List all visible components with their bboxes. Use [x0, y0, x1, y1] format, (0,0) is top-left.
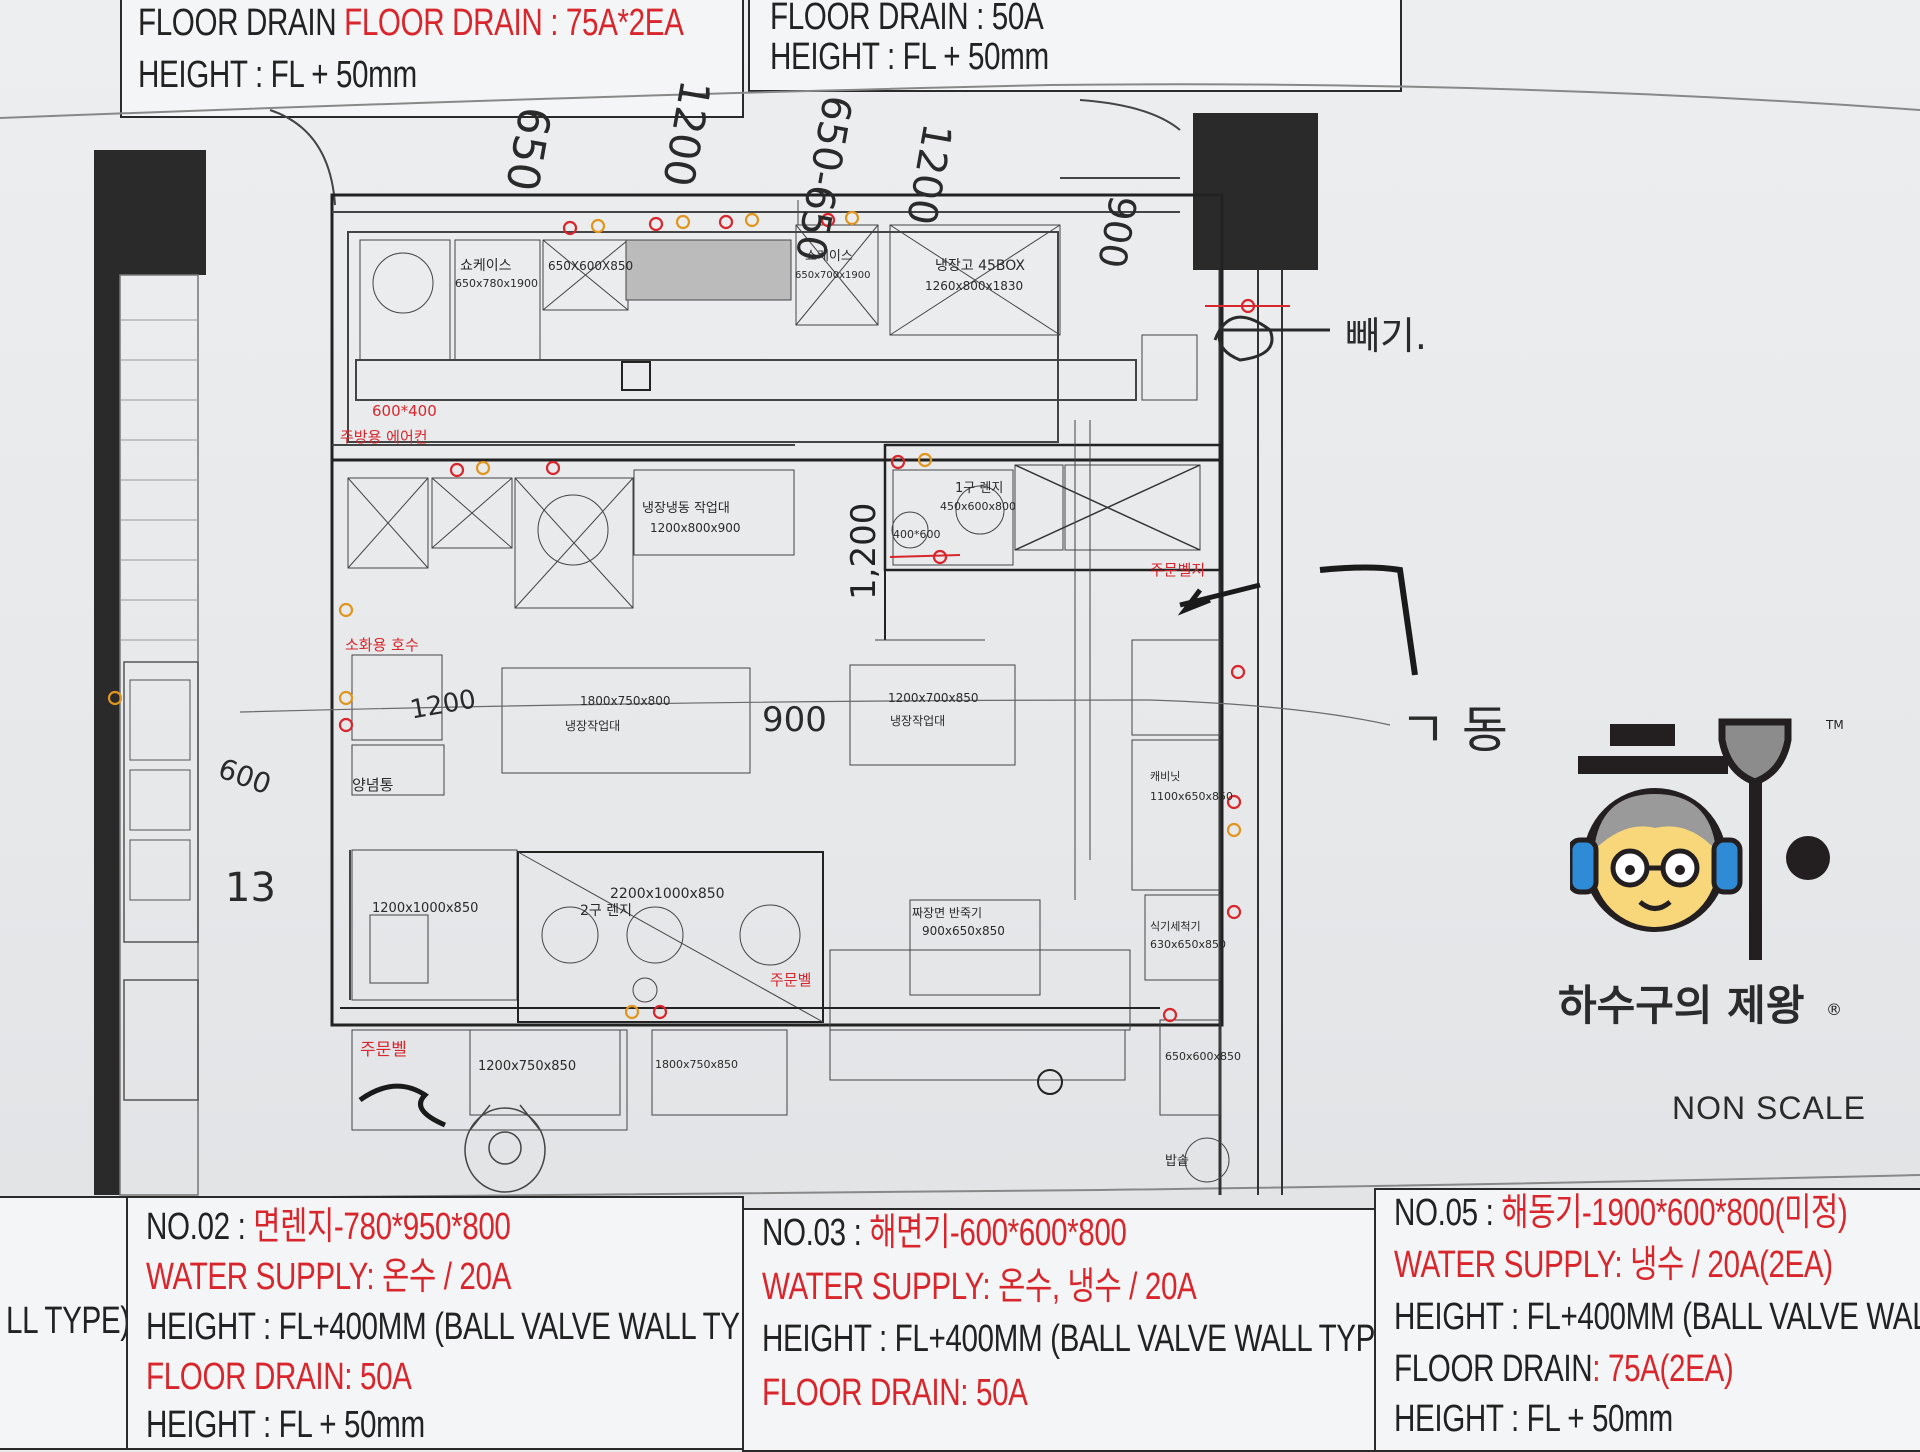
top-mid-spec-block: FLOOR DRAIN : 50A HEIGHT : FL + 50mm [748, 0, 1402, 92]
logo-bar-top [1610, 724, 1675, 746]
no02-water-label: WATER SUPPLY [146, 1256, 367, 1298]
label-prep-table-2-size: 1200x700x850 [888, 691, 979, 705]
floor-drain-spec: FLOOR DRAIN : 75A*2EA [344, 2, 684, 44]
label-showcase-top-size: 650x780x1900 [455, 277, 538, 290]
no03-height: HEIGHT : FL+400MM (BALL VALVE WALL TYPE) [762, 1318, 1404, 1360]
logo-name: 하수구의 제왕 [1558, 981, 1805, 1030]
no02-title-line: NO.02 : 면렌지-780*950*800 [146, 1206, 511, 1248]
label-counter: 1200x750x850 [478, 1059, 576, 1074]
no03-title-line: NO.03 : 해면기-600*600*800 [762, 1212, 1127, 1254]
top-left-spec-block: FLOOR DRAIN FLOOR DRAIN : 75A*2EA HEIGHT… [120, 0, 744, 118]
label-kitchen-ac-size: 600*400 [372, 402, 437, 420]
floor-drain-line: FLOOR DRAIN FLOOR DRAIN : 75A*2EA [138, 2, 684, 44]
no05-drain-label: FLOOR DRAIN [1394, 1348, 1593, 1390]
no03-water-line: WATER SUPPLY: 온수, 냉수 / 20A [762, 1266, 1197, 1308]
no02-number: NO.02 [146, 1206, 230, 1248]
label-dish-size: 630x650x850 [1150, 938, 1226, 951]
label-showcase-right-size: 650x700x1900 [795, 270, 870, 281]
label-prep-table-size: 1800x750x800 [580, 694, 671, 708]
logo-reg: ® [1826, 1000, 1842, 1019]
no05-drain-value: : 75A(2EA) [1592, 1348, 1734, 1390]
spec-block-no03: NO.03 : 해면기-600*600*800 WATER SUPPLY: 온수… [742, 1208, 1404, 1452]
no05-number: NO.05 [1394, 1192, 1478, 1234]
no03-title: 해면기-600*600*800 [869, 1212, 1127, 1254]
no03-number: NO.03 [762, 1212, 846, 1254]
no03-drain-value: : 50A [960, 1372, 1028, 1414]
label-range-1-size: 450x600x800 [940, 500, 1016, 513]
no05-title: 해동기-1900*600*800(미정) [1501, 1192, 1848, 1234]
label-fridge-box-size: 1260x800x1830 [925, 279, 1023, 293]
no02-drain-line: FLOOR DRAIN: 50A [146, 1358, 412, 1396]
spec-block-no02: NO.02 : 면렌지-780*950*800 WATER SUPPLY: 온수… [126, 1196, 788, 1450]
label-drain-box: 양념통 [352, 776, 393, 794]
no02-drain-value: : 50A [344, 1356, 412, 1398]
label-cabinet: 캐비닛 [1150, 770, 1180, 783]
label-sink-size: 400*600 [893, 528, 941, 541]
label-showcase-top: 쇼케이스 [460, 258, 512, 274]
logo-mascot-icon [1570, 718, 1830, 960]
label-cold-table-size: 1200x800x900 [650, 521, 741, 535]
no02-water-line: WATER SUPPLY: 온수 / 20A [146, 1258, 511, 1296]
hand-ss: ㄱ 동 [1400, 701, 1508, 759]
hand-13: 13 [225, 865, 276, 911]
height-line: HEIGHT : FL + 50mm [138, 54, 417, 96]
no02-height2: HEIGHT : FL + 50mm [146, 1404, 425, 1446]
no02-title: 면렌지-780*950*800 [253, 1206, 511, 1248]
label-dim-650: 650X600X850 [548, 259, 633, 273]
label-cabinet-size: 1100x650x850 [1150, 790, 1233, 803]
no03-drain-label: FLOOR DRAIN [762, 1372, 961, 1414]
no02-drain-label: FLOOR DRAIN [146, 1356, 345, 1398]
floor-drain-line-mid: FLOOR DRAIN : 50A [770, 0, 1044, 38]
label-dim-1200: 1,200 [844, 503, 884, 600]
no05-title-line: NO.05 : 해동기-1900*600*800(미정) [1394, 1192, 1848, 1234]
no05-water-label: WATER SUPPLY [1394, 1244, 1615, 1286]
no05-water-value: : 냉수 / 20A(2EA) [1614, 1244, 1833, 1286]
no02-height: HEIGHT : FL+400MM (BALL VALVE WALL TYPE) [146, 1306, 788, 1348]
no05-water-line: WATER SUPPLY: 냉수 / 20A(2EA) [1394, 1246, 1833, 1284]
label-noodle-machine-size: 900x650x850 [922, 924, 1005, 938]
label-prep-table-2: 냉장작업대 [890, 714, 945, 728]
hand-900-b: 900 [762, 700, 827, 740]
partial-text: LL TYPE) [6, 1300, 130, 1342]
label-order-bell-2: 주문벨지 [1150, 561, 1205, 579]
label-cold-table: 냉장냉동 작업대 [642, 501, 730, 516]
label-order-bell: 주문벨 [770, 971, 811, 989]
no05-height2: HEIGHT : FL + 50mm [1394, 1398, 1673, 1440]
label-noodle-machine: 짜장면 반죽기 [912, 906, 982, 920]
logo-tm: TM [1826, 718, 1844, 732]
label-dim-650b: 650x600x850 [1165, 1050, 1241, 1063]
no03-water-value: : 온수, 냉수 / 20A [982, 1266, 1197, 1308]
spec-block-no05: NO.05 : 해동기-1900*600*800(미정) WATER SUPPL… [1374, 1188, 1920, 1452]
label-range-2-size: 2200x1000x850 [610, 886, 725, 902]
label-range-1: 1구 렌지 [955, 481, 1003, 496]
hand-remove: 빼기. [1345, 314, 1427, 358]
no05-drain-line: FLOOR DRAIN: 75A(2EA) [1394, 1348, 1734, 1390]
label-showcase-right: 쇼케이스 [805, 249, 853, 264]
label-range-2: 2구 렌지 [580, 903, 632, 919]
label-counter-2: 1800x750x850 [655, 1058, 738, 1071]
label-dish: 식기세척기 [1150, 920, 1201, 933]
no05-height: HEIGHT : FL+400MM (BALL VALVE WALL T [1394, 1296, 1920, 1338]
no02-water-value: : 온수 / 20A [366, 1256, 511, 1298]
label-order-bell-3: 주문벨 [360, 1040, 407, 1060]
label-kitchen-ac: 주방용 에어컨 [340, 428, 428, 446]
bottom-partial-block: LL TYPE) [0, 1196, 130, 1450]
non-scale-note: NON SCALE [1672, 1090, 1866, 1126]
label-fridge-box: 냉장고 45BOX [935, 258, 1025, 274]
label-hose: 소화용 호수 [345, 636, 419, 654]
label-prep-table: 냉장작업대 [565, 719, 620, 733]
no03-water-label: WATER SUPPLY [762, 1266, 983, 1308]
logo-bar-mid [1578, 756, 1728, 774]
label-rice: 밥솥 [1165, 1154, 1189, 1169]
no03-drain-line: FLOOR DRAIN: 50A [762, 1374, 1028, 1412]
height-line-mid: HEIGHT : FL + 50mm [770, 36, 1049, 78]
label-table-1200: 1200x1000x850 [372, 901, 478, 916]
